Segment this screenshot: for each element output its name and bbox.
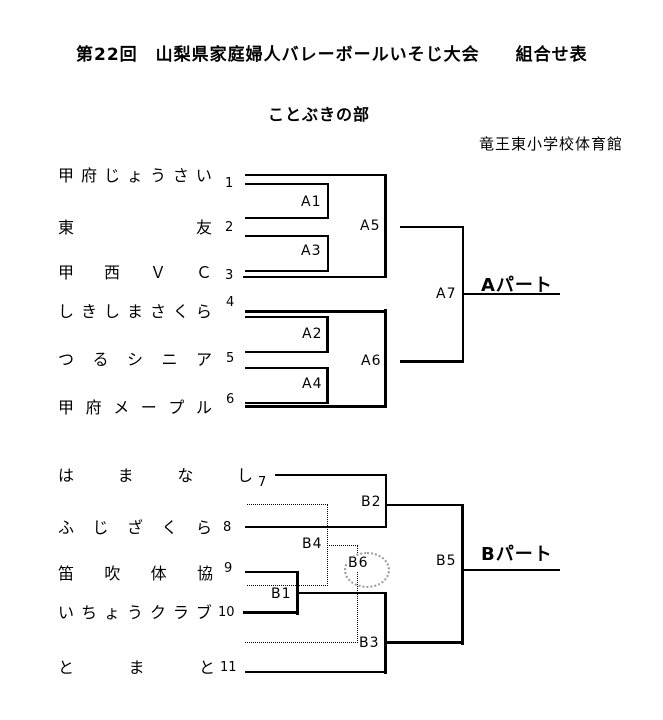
match-label-a7: A7: [436, 286, 457, 302]
team7-line: [275, 474, 387, 476]
match-label-a3: A3: [301, 243, 322, 259]
page-title: 第22回 山梨県家庭婦人バレーボールいそじ大会 組合せ表: [76, 45, 588, 65]
a6-exit-line: [400, 360, 463, 363]
team-name-6: 甲府メープル: [58, 398, 212, 417]
team-name-7: はまなし: [58, 466, 253, 485]
team3-line: [243, 276, 385, 278]
team-seed-1: 1: [225, 176, 234, 191]
match-label-a2: A2: [302, 326, 323, 342]
team-name-9: 笛吹体協: [58, 564, 213, 583]
venue-label: 竜王東小学校体育館: [479, 135, 624, 153]
team-seed-3: 3: [225, 268, 234, 283]
a3-vertical: [327, 235, 329, 272]
a4-vertical: [326, 367, 329, 404]
b1-vertical: [296, 571, 299, 615]
b6-highlight-ellipse: [344, 552, 390, 588]
team-seed-5: 5: [226, 351, 235, 366]
team-seed-6: 6: [226, 392, 235, 407]
b2-exit-line: [387, 504, 463, 506]
b2-vertical: [385, 474, 387, 528]
team-name-4: しきしまさくら: [58, 302, 212, 321]
dotted-b4-bottom-line: [247, 585, 328, 586]
b5-vertical: [461, 504, 464, 645]
team10-line: [243, 611, 299, 614]
a3-bottom-line: [245, 270, 329, 272]
team-name-1: 甲府じょうさい: [58, 166, 212, 185]
team-name-10: いちょうクラブ: [58, 603, 212, 622]
match-label-b1: B1: [271, 586, 292, 602]
a4-top-line: [245, 367, 328, 369]
match-label-b5: B5: [436, 553, 457, 569]
team-seed-2: 2: [225, 220, 234, 235]
a5-vertical: [384, 174, 387, 278]
a-part-label: Aパート: [481, 275, 553, 296]
a1-top-line: [245, 183, 329, 185]
dotted-b6-vertical-line: [357, 545, 358, 643]
b-part-label: Bパート: [481, 544, 553, 565]
match-label-a6: A6: [361, 353, 382, 369]
team-seed-7: 7: [258, 475, 267, 490]
a2-top-line: [245, 316, 328, 318]
team8-line: [245, 526, 387, 528]
match-label-b2: B2: [361, 494, 382, 510]
match-label-a5: A5: [360, 218, 381, 234]
a3-top-line: [245, 235, 329, 237]
team9-line: [245, 571, 299, 573]
match-label-b3: B3: [359, 635, 380, 651]
dotted-b4-right-line: [327, 504, 328, 586]
team-seed-4: 4: [226, 295, 235, 310]
team-seed-8: 8: [223, 520, 232, 535]
team-name-5: つるシニア: [58, 350, 212, 369]
team-seed-9: 9: [224, 561, 233, 576]
b1-exit-line: [299, 592, 386, 594]
team-name-11: とまと: [58, 658, 215, 677]
a4-bottom-line: [245, 402, 328, 404]
division-title: ことぶきの部: [268, 105, 371, 124]
dotted-b4-exit-line: [329, 545, 358, 546]
team4-line: [245, 310, 386, 313]
match-label-b6: B6: [347, 555, 370, 571]
team11-line: [245, 671, 385, 673]
team1-line: [245, 174, 385, 176]
team-seed-11: 11: [220, 660, 237, 675]
a1-bottom-line: [245, 217, 329, 219]
team-name-8: ふじざくら: [58, 518, 212, 537]
match-label-a4: A4: [302, 376, 323, 392]
team-name-2: 東友: [58, 218, 212, 237]
a6-vertical: [384, 309, 387, 408]
team-seed-10: 10: [218, 605, 235, 620]
a2-bottom-line: [245, 351, 328, 353]
team6-line: [245, 405, 386, 408]
a-part-winner-line: [463, 293, 560, 295]
match-label-a1: A1: [301, 194, 322, 210]
b3-vertical: [384, 592, 387, 674]
a2-vertical: [326, 316, 329, 353]
dotted-b6-bottom-line: [245, 642, 358, 643]
b-part-winner-line: [464, 569, 560, 571]
dotted-b4-top-line: [247, 504, 328, 505]
a1-vertical: [327, 183, 329, 219]
match-label-b4: B4: [302, 536, 323, 552]
b3-exit-line: [387, 641, 463, 644]
a5-exit-line: [400, 226, 463, 228]
